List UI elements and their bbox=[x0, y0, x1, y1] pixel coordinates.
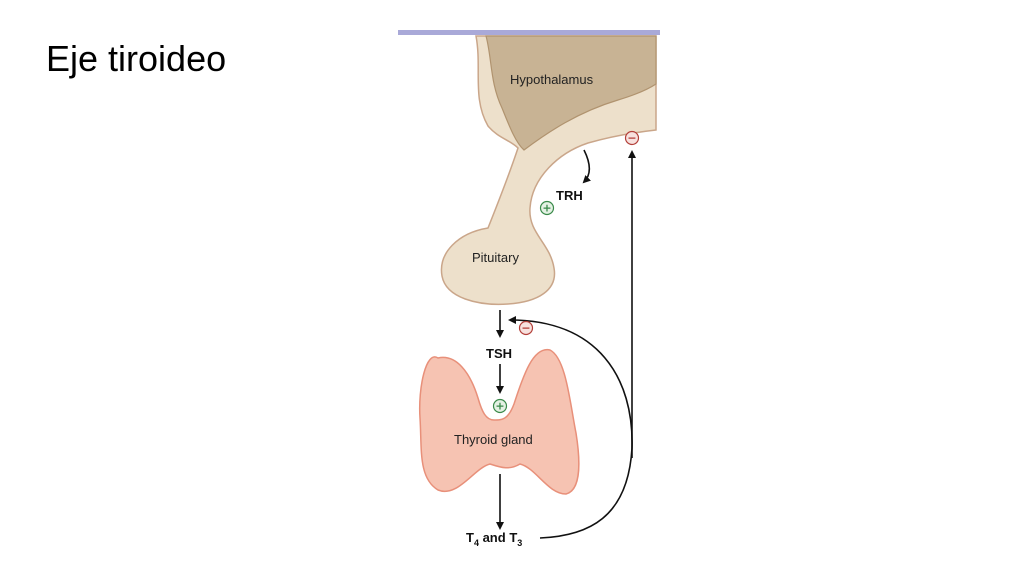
hypothalamus-label: Hypothalamus bbox=[510, 72, 594, 87]
thyroid-label: Thyroid gland bbox=[454, 432, 533, 447]
t4-subscript: 4 bbox=[474, 538, 479, 548]
tsh-label: TSH bbox=[486, 346, 512, 361]
thyroid-axis-diagram: Hypothalamus Pituitary Thyroid gland TRH… bbox=[398, 30, 660, 548]
trh-stimulation-sign: + bbox=[539, 200, 555, 216]
svg-text:−: − bbox=[521, 322, 530, 335]
trh-arrow bbox=[582, 149, 592, 184]
slide-title: Eje tiroideo bbox=[46, 38, 227, 79]
top-rule bbox=[398, 30, 660, 35]
svg-text:+: + bbox=[542, 202, 551, 215]
and-word: and bbox=[479, 530, 509, 545]
svg-text:+: + bbox=[495, 400, 504, 413]
hypothalamus-inhibition-sign: − bbox=[624, 130, 640, 146]
hypothalamus-region bbox=[485, 35, 657, 151]
svg-text:−: − bbox=[627, 132, 636, 145]
t4-letter: T bbox=[466, 530, 474, 545]
t3-letter: T bbox=[509, 530, 517, 545]
t3-subscript: 3 bbox=[517, 538, 522, 548]
pituitary-label: Pituitary bbox=[472, 250, 519, 265]
trh-label: TRH bbox=[556, 188, 583, 203]
t4-t3-label: T4 and T3 bbox=[466, 530, 522, 548]
thyroid-shape bbox=[418, 349, 580, 495]
tsh-stimulation-sign: + bbox=[492, 398, 508, 414]
pituitary-inhibition-sign: − bbox=[518, 320, 534, 336]
